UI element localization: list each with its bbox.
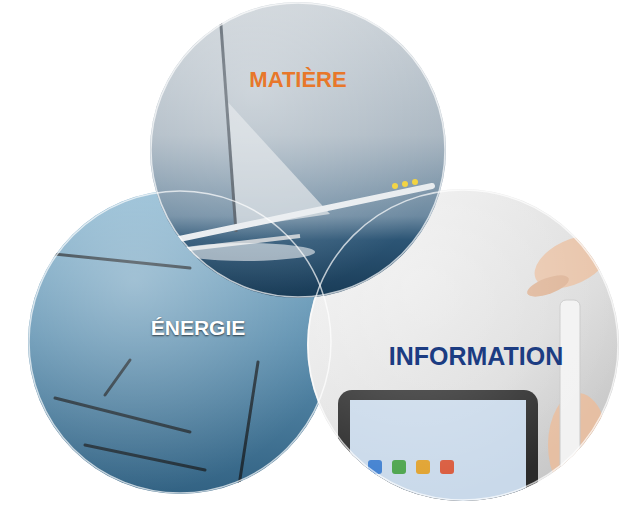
circle-outline (28, 190, 332, 494)
sailboat-picture (148, 0, 448, 300)
circle-rim (29, 191, 331, 493)
venn-circle: INFORMATION (307, 189, 619, 501)
venn-circle: ÉNERGIE (28, 190, 332, 494)
circle-rim (308, 190, 618, 500)
circle-rim (151, 3, 445, 297)
circle-label: ÉNERGIE (151, 315, 246, 340)
circle-label: MATIÈRE (249, 67, 346, 93)
circle-outline (150, 2, 446, 298)
venn-circle: MATIÈRE (150, 2, 446, 298)
circle-label: INFORMATION (389, 341, 564, 371)
